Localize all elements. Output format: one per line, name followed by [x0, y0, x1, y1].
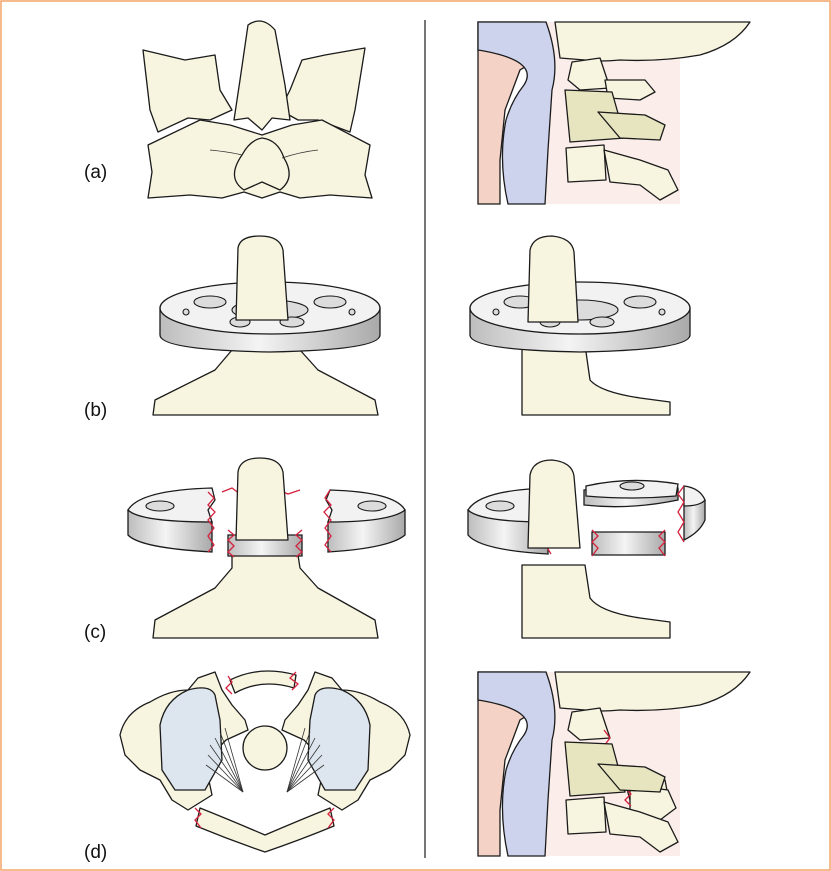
panel-label-a: (a) — [84, 162, 107, 183]
panel-a-axis-posterior-view — [143, 21, 372, 198]
panel-label-b: (b) — [84, 400, 107, 421]
panel-d-atlas-ring-fractured-axial — [120, 671, 410, 852]
panel-b-jefferson-ring-intact-posterior — [153, 236, 380, 415]
panel-label-c: (c) — [84, 622, 106, 643]
panel-a-lateral-neck — [478, 22, 750, 204]
panel-c-jefferson-fracture-posterior — [128, 458, 405, 638]
panel-b-jefferson-ring-intact-lateral — [470, 236, 690, 415]
panel-label-d: (d) — [84, 842, 107, 863]
panel-c-jefferson-fracture-lateral — [468, 460, 705, 638]
panel-d-lateral-neck-fracture — [478, 672, 750, 856]
